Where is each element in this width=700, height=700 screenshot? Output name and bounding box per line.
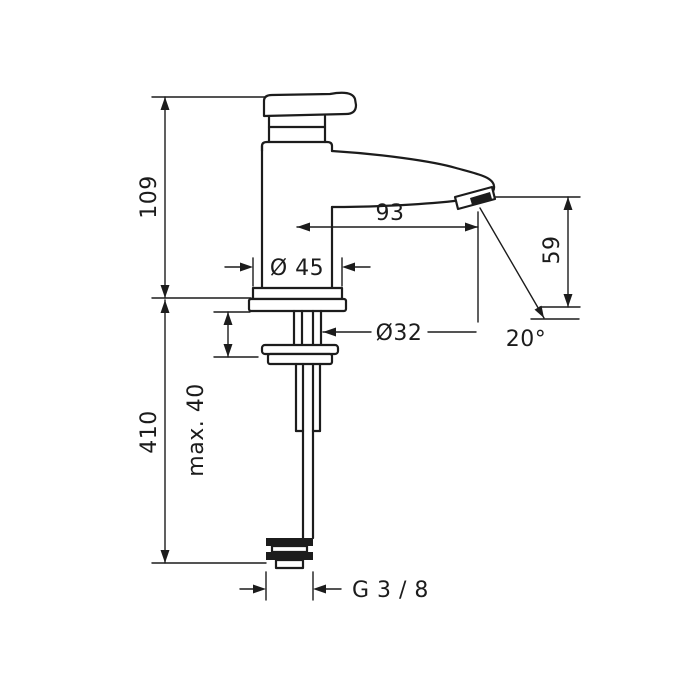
- label-total-height: 109: [137, 175, 162, 219]
- fitting-middle: [270, 544, 309, 554]
- faucet-handle: [262, 91, 358, 118]
- faucet-aerator-insert: [470, 192, 492, 205]
- arrow-410-top: [160, 300, 170, 313]
- arrow-45-left: [240, 262, 253, 272]
- arrow-109-top: [160, 97, 170, 110]
- arrow-59-bottom: [563, 294, 573, 307]
- arrow-g38-left: [253, 584, 266, 594]
- label-mounting-hole-diameter: Ø32: [376, 321, 423, 346]
- arrow-max40-bottom: [223, 344, 233, 357]
- arrow-59-top: [563, 197, 573, 210]
- fitting-band-bottom: [266, 552, 313, 560]
- arrow-410-bottom: [160, 550, 170, 563]
- arrow-93-right: [465, 222, 478, 232]
- label-spout-reach: 93: [376, 201, 405, 226]
- label-supply-length: 410: [137, 410, 162, 454]
- mounting-nut: [266, 352, 334, 366]
- arrow-93-left: [297, 222, 310, 232]
- arrow-32: [323, 327, 336, 337]
- faucet-body-top: [260, 140, 334, 153]
- arrow-109-bottom: [160, 285, 170, 298]
- faucet-base-plate: [247, 297, 348, 313]
- arrow-45-right: [342, 262, 355, 272]
- label-max-mounting-thickness: max. 40: [184, 383, 209, 476]
- label-stream-angle: 20°: [506, 327, 547, 352]
- angle-20-line: [479, 207, 545, 319]
- faucet-spout: [330, 149, 496, 209]
- label-connection-thread: G 3 / 8: [352, 578, 429, 603]
- mounting-washer: [260, 343, 340, 356]
- arrow-angle-20: [534, 305, 544, 318]
- label-base-diameter: Ø 45: [270, 256, 324, 281]
- label-spout-height: 59: [540, 236, 565, 265]
- dimension-labels: 109 410 max. 40 93 Ø 45 Ø32 59 20° G 3 /…: [137, 175, 565, 603]
- dimension-lines: [151, 96, 581, 601]
- faucet-outline: [247, 91, 497, 570]
- dimension-arrowheads: [160, 97, 573, 594]
- fitting-band-top: [266, 538, 313, 546]
- faucet-base-flange: [251, 286, 344, 301]
- arrow-g38-right: [313, 584, 326, 594]
- fitting-thread-stub: [274, 558, 305, 570]
- arrow-max40-top: [223, 312, 233, 325]
